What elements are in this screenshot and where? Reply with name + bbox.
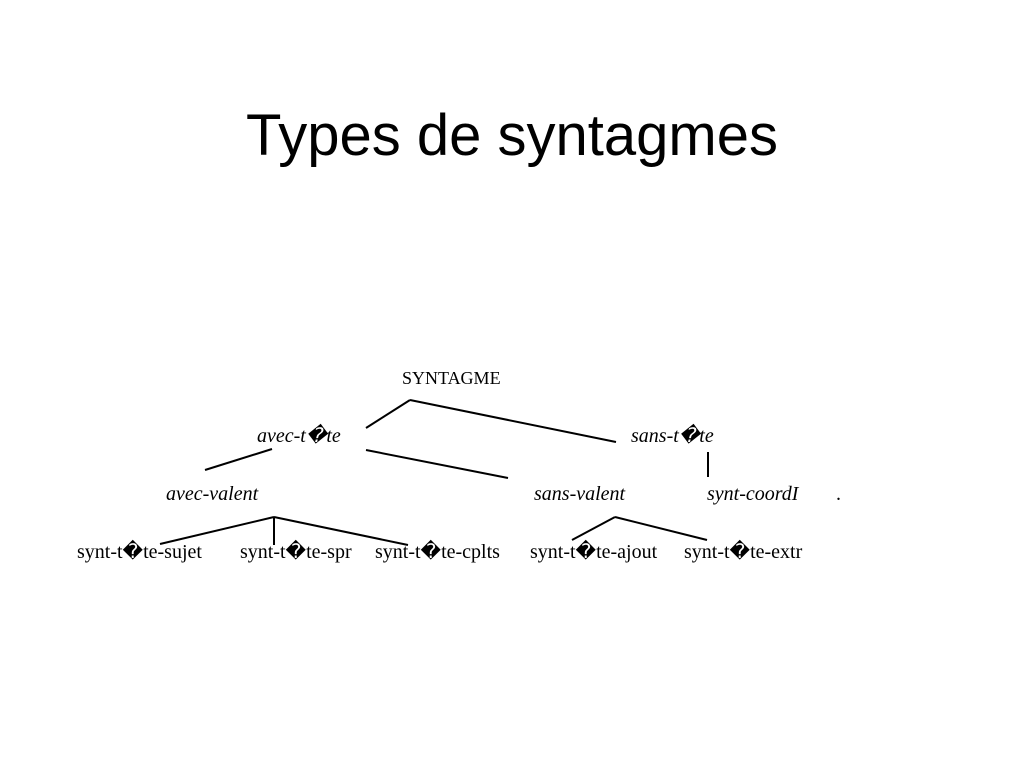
node-synt-tete-cplts: synt-t�te-cplts <box>375 541 500 563</box>
node-avec-valent: avec-valent <box>166 483 259 505</box>
node-synt-coord: synt-coordI <box>707 483 799 505</box>
slide-title: Types de syntagmes <box>246 103 778 168</box>
edge-avec-valent-cplts <box>273 516 409 546</box>
node-synt-tete-extr: synt-t�te-extr <box>684 541 803 563</box>
node-sans-tete: sans-t�te <box>631 425 714 447</box>
node-sans-valent: sans-valent <box>534 483 626 505</box>
edge-avec-valent-sujet <box>159 516 275 545</box>
node-synt-tete-sujet: synt-t�te-sujet <box>77 541 202 563</box>
node-syntagme: SYNTAGME <box>402 368 501 388</box>
edge-root-sans-tete <box>409 399 617 443</box>
node-avec-tete: avec-t�te <box>257 425 341 447</box>
trailing-dot: . <box>836 483 841 505</box>
edge-root-avec-tete <box>365 399 411 429</box>
node-synt-tete-ajout: synt-t�te-ajout <box>530 541 658 563</box>
node-synt-tete-spr: synt-t�te-spr <box>240 541 352 563</box>
edge-sans-valent-extr <box>614 516 708 541</box>
edge-avec-tete-sans-valent <box>365 449 509 479</box>
edge-avec-tete-avec-valent <box>204 448 273 471</box>
edge-sans-valent-ajout <box>571 516 616 541</box>
